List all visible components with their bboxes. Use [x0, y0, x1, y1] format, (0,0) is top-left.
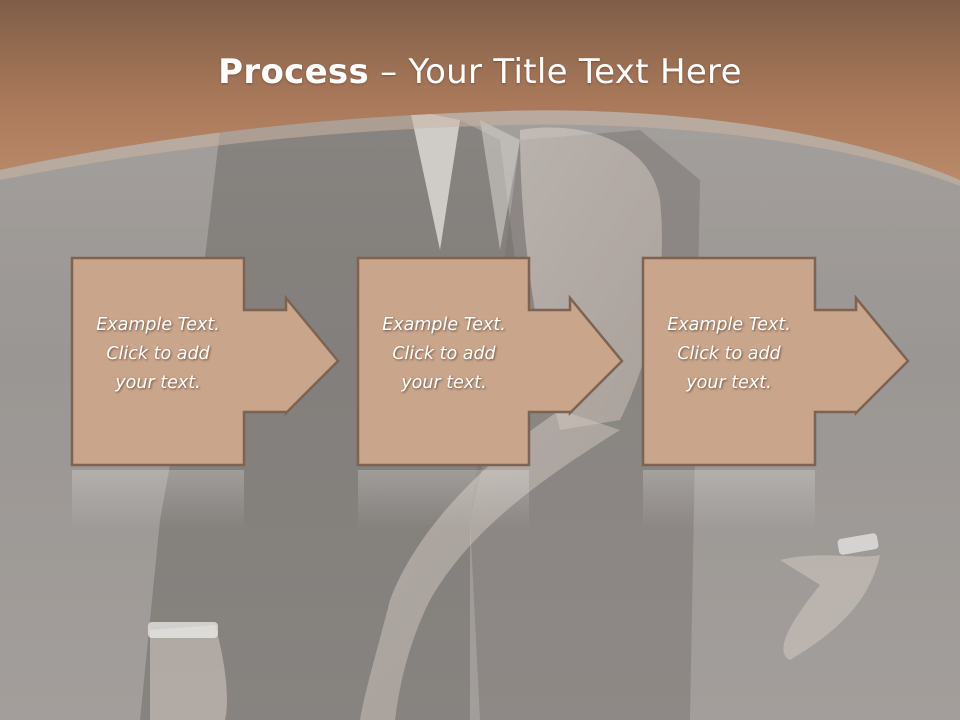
process-step-3[interactable] [641, 256, 910, 530]
process-step-2[interactable] [356, 256, 624, 530]
step-1-arrow-shape [70, 256, 340, 467]
step-1-text[interactable]: Example Text. Click to add your text. [96, 315, 220, 393]
step-2-reflection [358, 470, 529, 530]
title-bold: Process [218, 52, 370, 92]
step-3-text[interactable]: Example Text. Click to add your text. [667, 315, 791, 393]
step-2-arrow-shape [356, 256, 624, 467]
step-1-reflection [72, 470, 244, 530]
step-3-arrow-shape [641, 256, 910, 467]
step-2-text[interactable]: Example Text. Click to add your text. [382, 315, 506, 393]
slide-title[interactable]: Process – Your Title Text Here [0, 52, 960, 92]
header-band [0, 0, 960, 186]
title-rest: – Your Title Text Here [380, 52, 742, 92]
step-3-reflection [643, 470, 815, 530]
process-step-1[interactable] [70, 256, 340, 530]
